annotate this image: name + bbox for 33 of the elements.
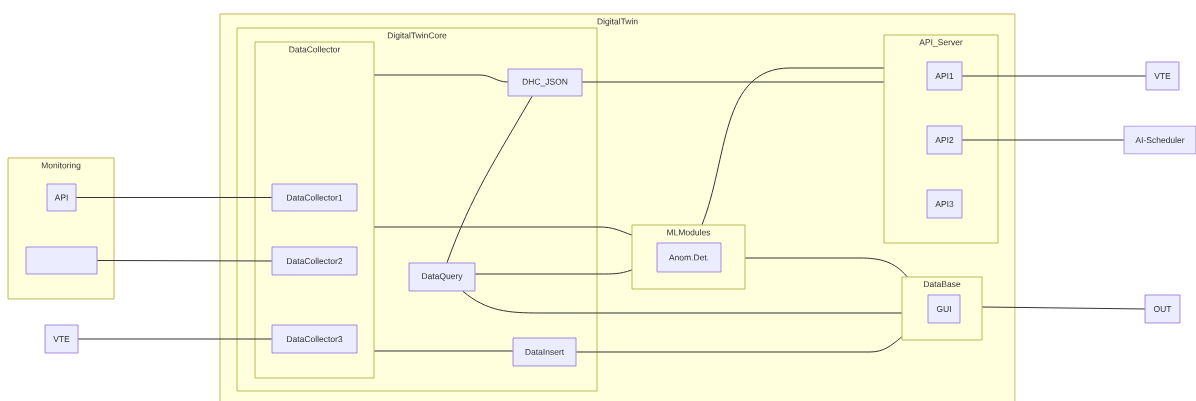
process-box: API2 [926,125,963,155]
connector [575,336,903,353]
process-box: API [46,183,77,212]
connector [75,197,273,198]
process-box: VTE [1145,61,1180,91]
process-box: DataCollector3 [271,324,358,354]
process-box: Anom.Det. [656,242,722,273]
connector [961,139,1125,141]
process-box: AI-Scheduler [1123,125,1196,155]
connector [462,290,903,314]
process-box: OUT [1144,294,1181,324]
process-box: DataCollector1 [271,183,358,212]
process-box: GUI [927,294,961,324]
connector [474,269,633,275]
connector [96,260,273,262]
connector [373,226,633,236]
connector [373,74,509,83]
process-box: DataQuery [408,262,476,292]
process-box: API1 [926,61,963,91]
connector [701,67,885,226]
connector [373,350,514,352]
process-box: DataCollector2 [271,246,358,276]
process-box: DataInsert [512,337,577,367]
process-box: DHC_JSON [507,68,583,97]
connector [77,338,273,340]
empty-box [25,246,98,275]
connector [981,306,1146,310]
connector [581,81,885,83]
connector [446,95,533,264]
process-box: API3 [926,189,963,219]
connector [744,257,908,278]
connector [961,75,1147,77]
process-box: VTE [44,324,79,354]
